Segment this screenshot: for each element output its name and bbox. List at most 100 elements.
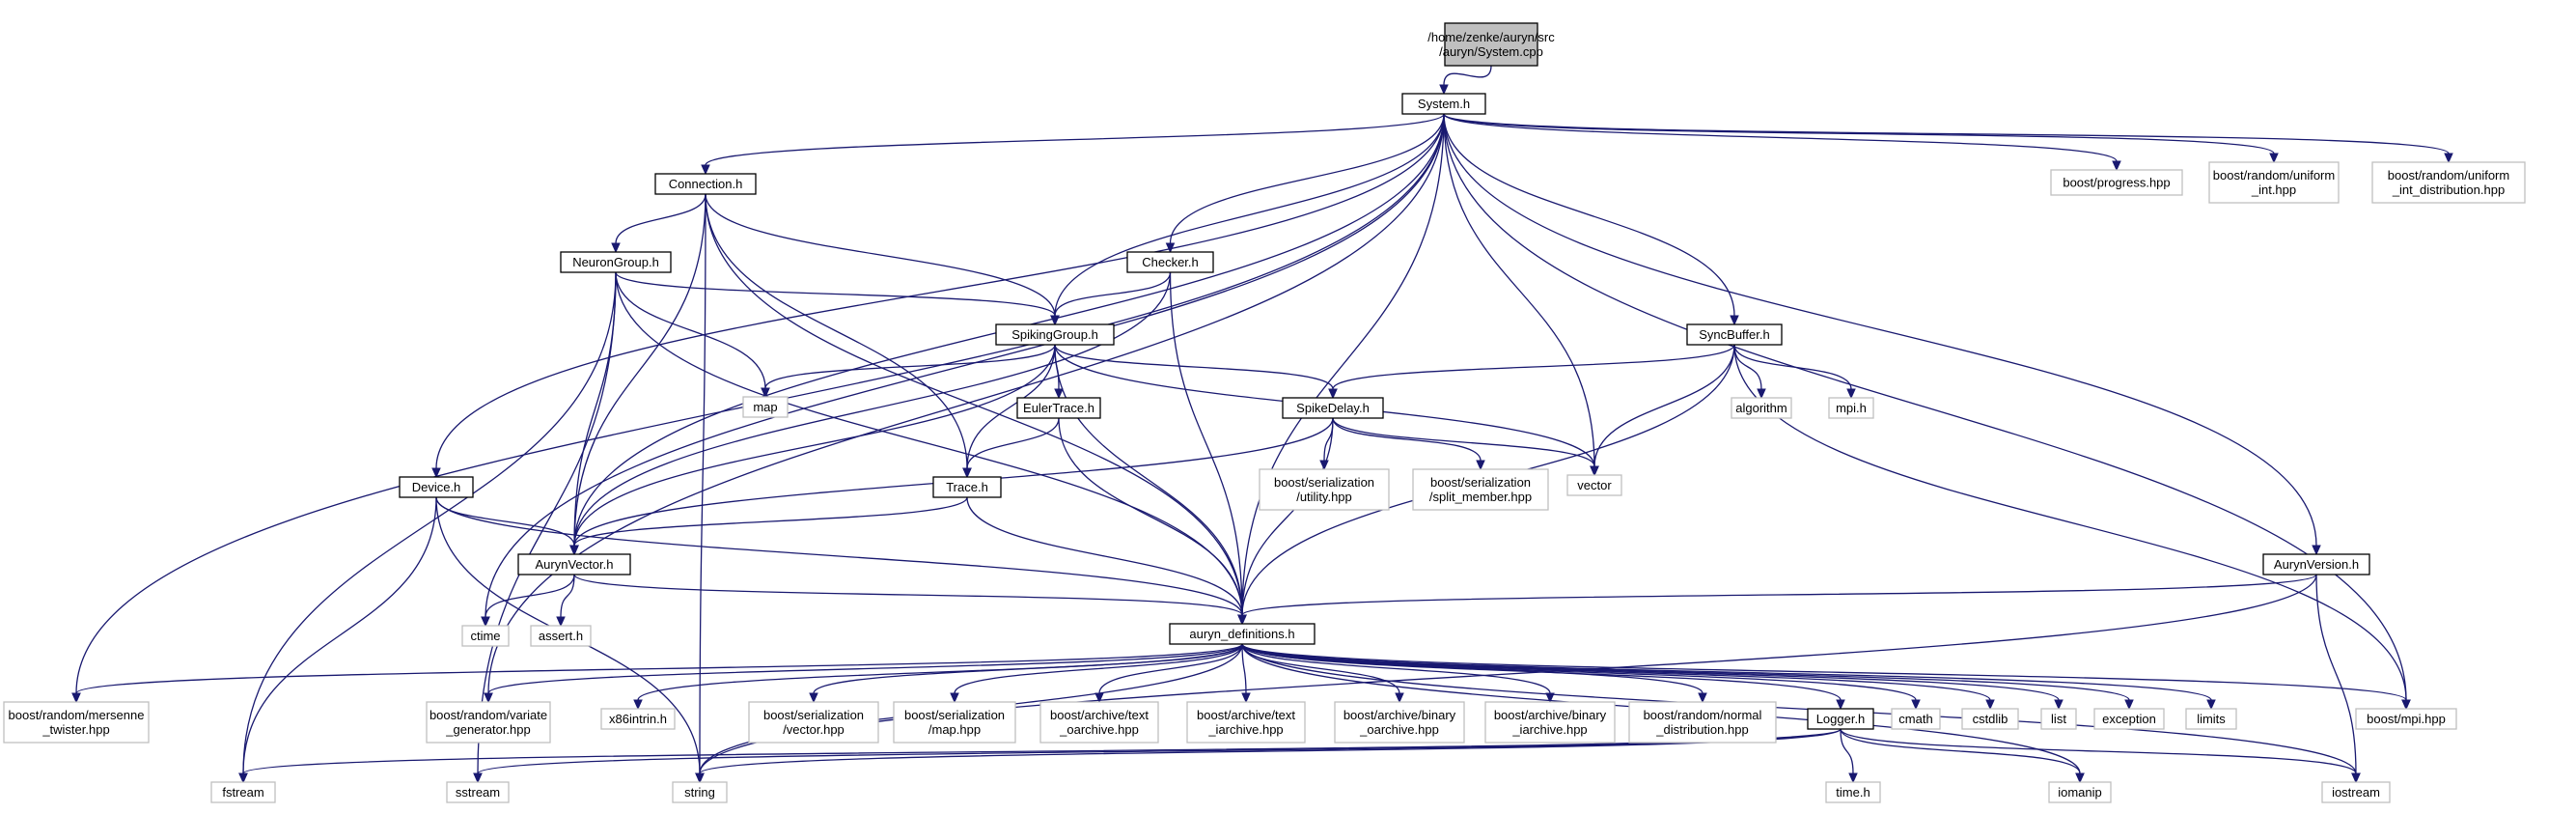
edge-system_h-to-aurynversion_h: [1443, 113, 2321, 556]
node-aurynvector_h[interactable]: AurynVector.h: [517, 553, 631, 575]
edge-line: [705, 193, 1243, 616]
edge-system_h-to-checker_h: [1165, 113, 1445, 254]
node-connection_h[interactable]: Connection.h: [654, 173, 757, 195]
edge-line: [1054, 344, 1243, 616]
node-box: [210, 781, 276, 803]
node-box: [1828, 397, 1874, 419]
node-trace_h[interactable]: Trace.h: [932, 476, 1002, 498]
edge-spikedelay_h-to-boost_ser_split: [1332, 417, 1485, 471]
node-label: _oarchive.hpp: [1059, 722, 1139, 737]
arrowhead: [2075, 772, 2085, 784]
node-box: [1628, 701, 1777, 744]
node-box: [1039, 701, 1159, 744]
node-box: [742, 396, 789, 418]
node-box: [446, 781, 510, 803]
arrowhead: [1476, 460, 1485, 471]
edge-line: [573, 344, 1056, 547]
arrowhead: [1395, 692, 1404, 704]
node-system_h[interactable]: System.h: [1401, 93, 1486, 115]
node-exception: exception: [2093, 708, 2165, 730]
node-label: boost/mpi.hpp: [2367, 712, 2446, 726]
node-box: [672, 781, 728, 803]
edge-line: [764, 344, 1056, 389]
node-device_h[interactable]: Device.h: [399, 476, 474, 498]
node-box: [3, 701, 150, 744]
node-label: x86intrin.h: [609, 712, 667, 726]
node-label: AurynVersion.h: [2274, 557, 2359, 572]
edge-aurynversion_h-to-iostream: [2315, 574, 2361, 784]
node-label: SpikingGroup.h: [1011, 327, 1098, 342]
node-label: boost/archive/text: [1197, 708, 1295, 722]
edge-line: [1241, 643, 2357, 774]
edge-line: [1241, 113, 1445, 616]
node-auryn_definitions_h[interactable]: auryn_definitions.h: [1169, 623, 1316, 645]
node-eulertrace_h[interactable]: EulerTrace.h: [1016, 397, 1101, 419]
node-algorithm: algorithm: [1731, 397, 1792, 419]
node-boost_normal_dist: boost/random/normal_distribution.hpp: [1628, 701, 1777, 744]
edge-line: [1443, 113, 2407, 701]
edge-auryn_definitions_h-to-boost_binary_iarchive: [1241, 643, 1555, 704]
arrowhead: [2444, 153, 2453, 164]
node-label: algorithm: [1735, 401, 1787, 415]
edge-auryn_definitions_h-to-boost_mersenne: [71, 643, 1243, 704]
edge-line: [242, 496, 437, 774]
node-label: limits: [2197, 712, 2226, 726]
node-box: [1126, 251, 1214, 273]
edge-neurongroup_h-to-spikinggroup_h: [615, 271, 1060, 326]
node-label: Checker.h: [1142, 255, 1199, 269]
node-label: boost/serialization: [1430, 475, 1531, 490]
edge-line: [1241, 643, 2060, 701]
node-boost_variate: boost/random/variate_generator.hpp: [426, 701, 551, 744]
node-label: cmath: [1898, 712, 1932, 726]
node-label: boost/progress.hpp: [2063, 176, 2170, 190]
node-box: [517, 553, 631, 575]
node-iostream: iostream: [2321, 781, 2391, 803]
node-boost_mpi: boost/mpi.hpp: [2355, 708, 2457, 730]
node-box: [932, 476, 1002, 498]
edge-line: [1169, 271, 1243, 616]
edge-line: [1241, 643, 1917, 701]
node-box: [2208, 161, 2340, 204]
node-label: /home/zenke/auryn/src: [1427, 30, 1555, 44]
edge-device_h-to-fstream: [238, 496, 437, 784]
arrowhead: [556, 616, 566, 628]
edge-trace_h-to-aurynvector_h: [569, 496, 968, 556]
node-label: System.h: [1418, 97, 1470, 111]
node-box: [2355, 708, 2457, 730]
node-box: [893, 701, 1016, 744]
node-neurongroup_h[interactable]: NeuronGroup.h: [560, 251, 672, 273]
node-aurynversion_h[interactable]: AurynVersion.h: [2262, 553, 2370, 575]
edge-line: [1443, 113, 2118, 162]
node-boost_binary_iarchive: boost/archive/binary_iarchive.hpp: [1484, 701, 1616, 744]
edge-connection_h-to-string: [695, 193, 706, 784]
node-label: boost/random/variate: [429, 708, 547, 722]
node-spikedelay_h[interactable]: SpikeDelay.h: [1282, 397, 1384, 419]
edge-line: [1241, 574, 2317, 616]
edge-line: [435, 496, 1243, 616]
node-syncbuffer_h[interactable]: SyncBuffer.h: [1686, 323, 1783, 346]
node-label: _oarchive.hpp: [1359, 722, 1439, 737]
node-boost_ser_utility: boost/serialization/utility.hpp: [1259, 468, 1390, 511]
arrowhead: [1846, 388, 1856, 400]
node-box: [1259, 468, 1390, 511]
edge-line: [813, 643, 1243, 694]
node-spikinggroup_h[interactable]: SpikingGroup.h: [995, 323, 1115, 346]
node-root[interactable]: /home/zenke/auryn/src/auryn/System.cpp: [1427, 22, 1555, 67]
node-box: [2321, 781, 2391, 803]
arrowhead: [1757, 388, 1766, 400]
node-checker_h[interactable]: Checker.h: [1126, 251, 1214, 273]
arrowhead: [962, 467, 972, 479]
node-label: SyncBuffer.h: [1699, 327, 1769, 342]
arrowhead: [431, 467, 441, 479]
arrowhead: [1698, 692, 1707, 704]
edge-line: [75, 643, 1243, 694]
edge-line: [1840, 728, 2081, 774]
node-label: cstdlib: [1973, 712, 2008, 726]
node-box: [1731, 397, 1792, 419]
edge-spikedelay_h-to-auryn_definitions_h: [1237, 417, 1334, 626]
edge-logger_h-to-iostream: [1840, 728, 2361, 784]
edge-line: [573, 271, 617, 547]
arrowhead: [761, 387, 770, 399]
node-logger_h[interactable]: Logger.h: [1807, 708, 1874, 730]
edge-system_h-to-spikinggroup_h: [1050, 113, 1445, 326]
